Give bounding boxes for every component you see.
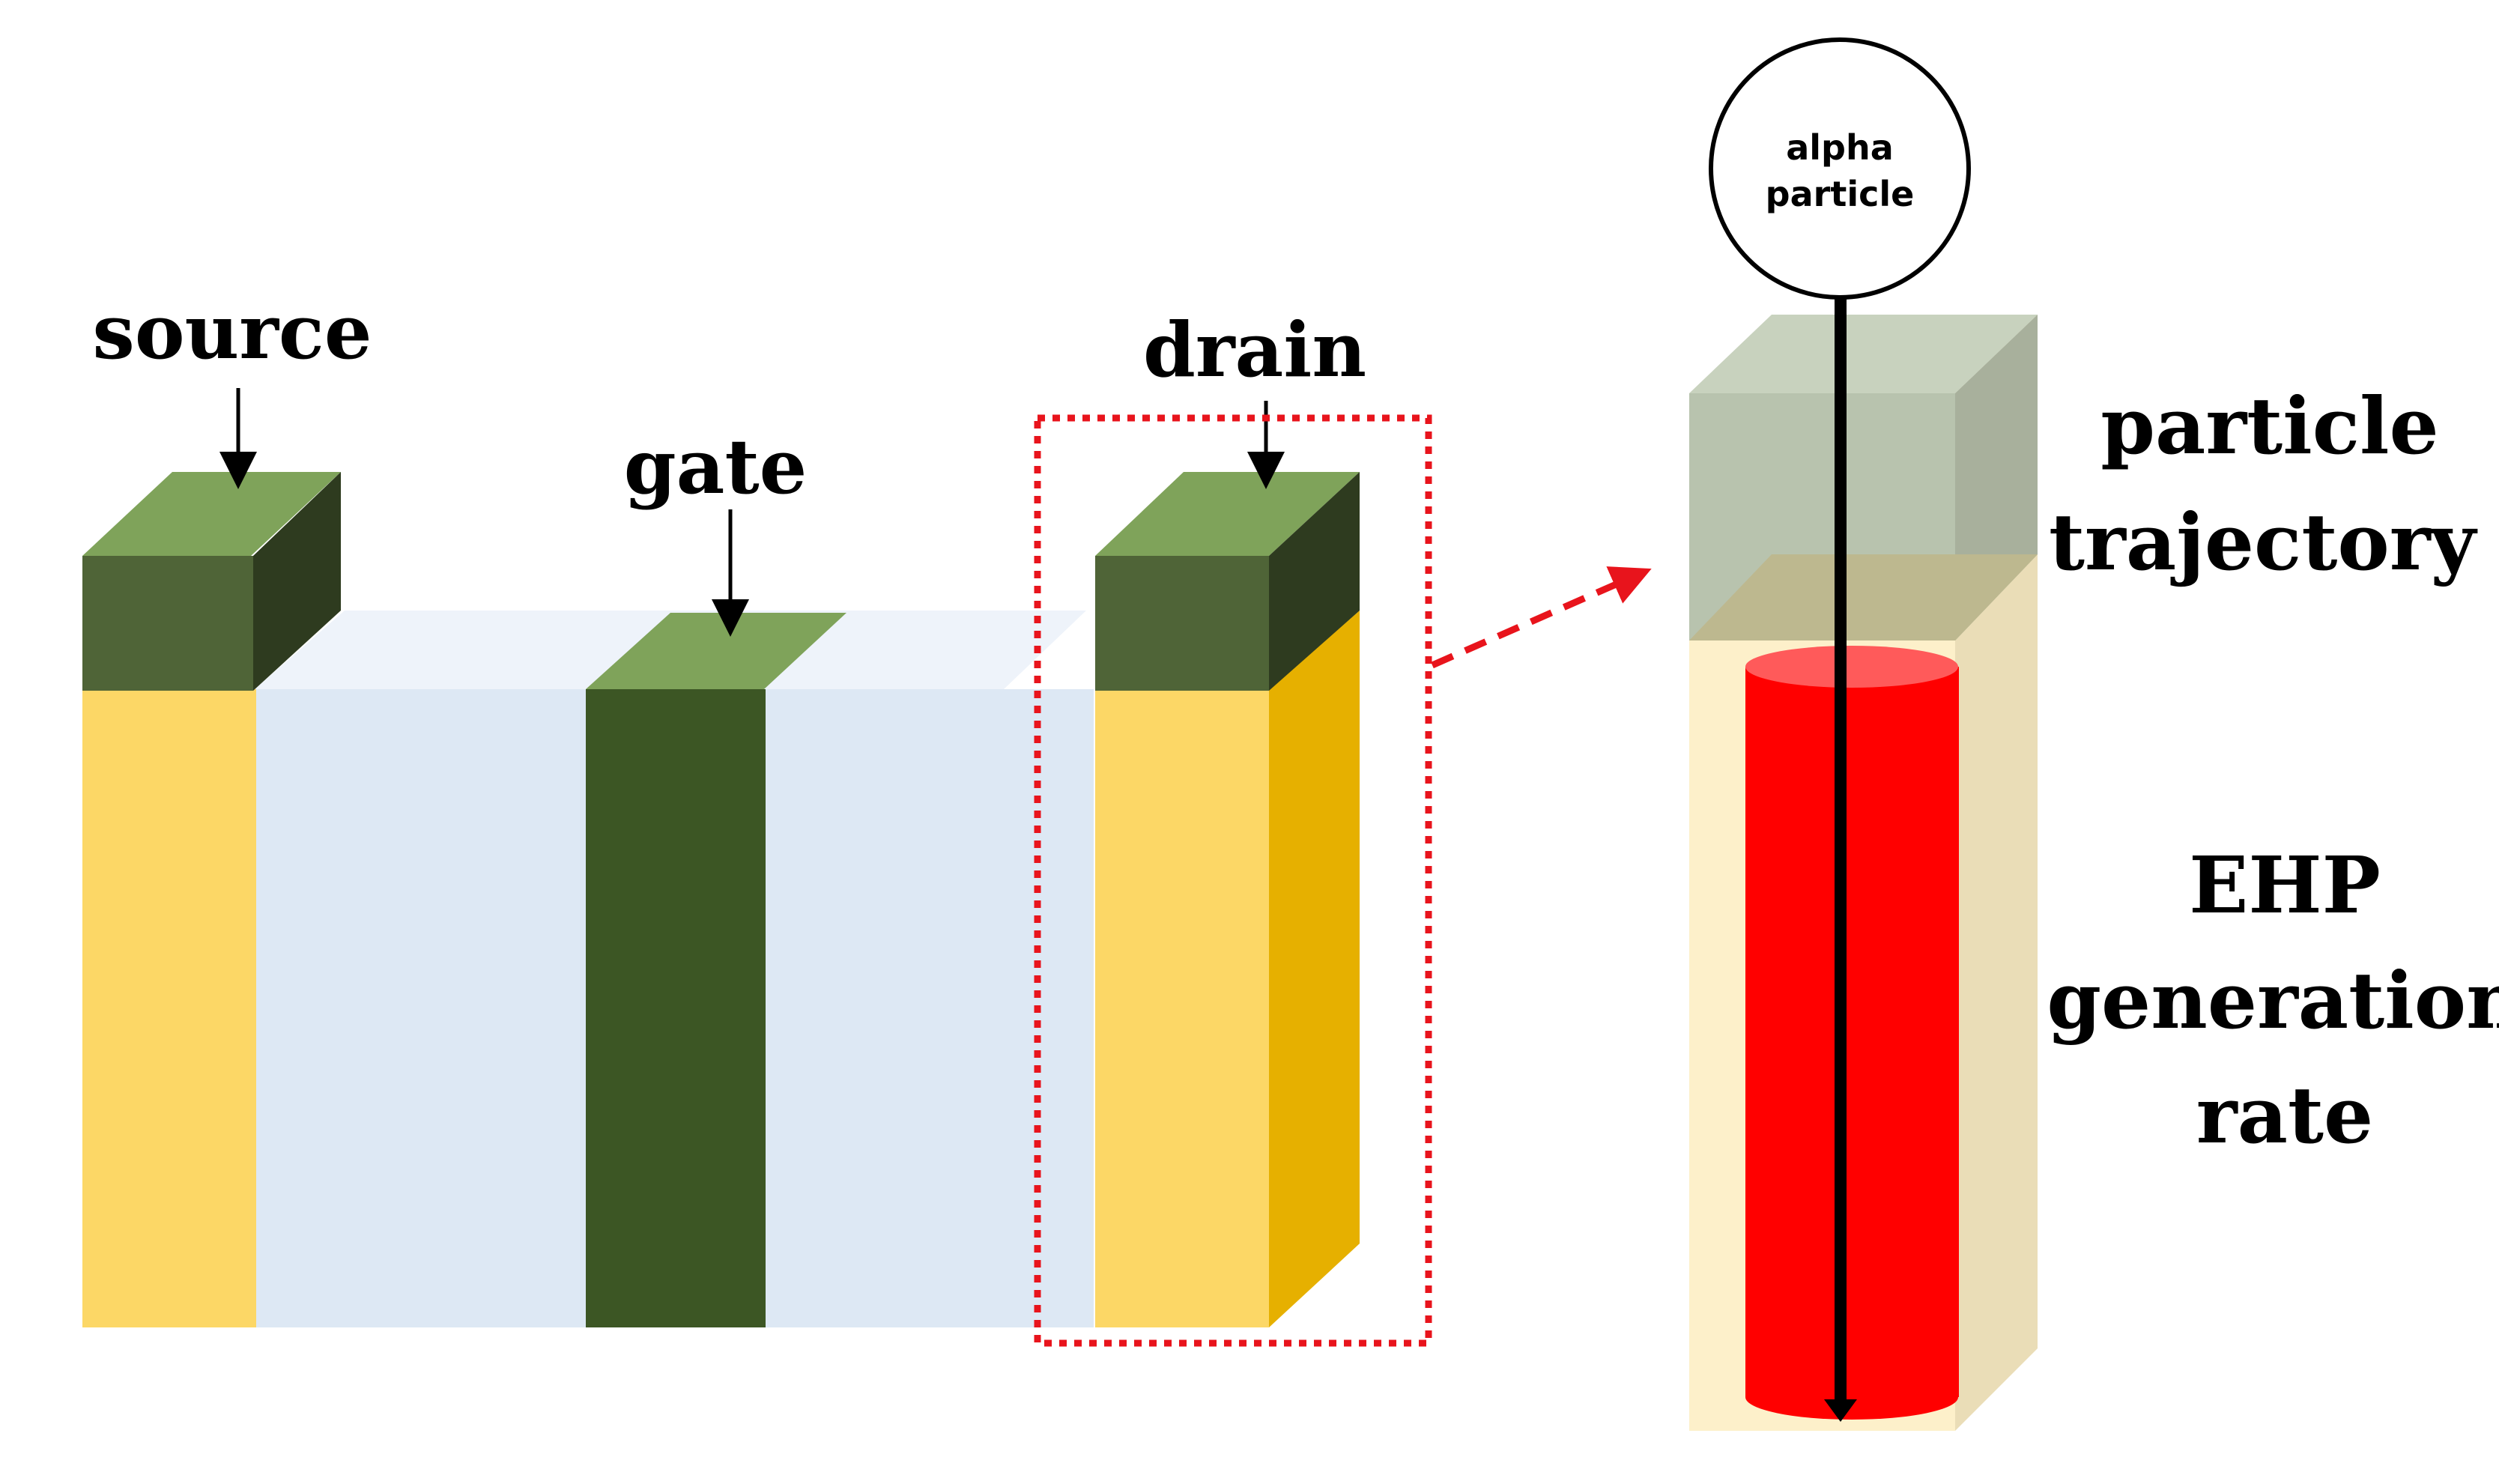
drain-highlight-box [1034, 414, 1432, 1347]
trajectory-label-line2: trajectory [2049, 496, 2478, 588]
zoomed-drain-block: alpha particle [1689, 37, 2038, 1431]
source-contact-side [253, 472, 341, 691]
ehp-cylinder-bottom [1745, 1375, 1958, 1420]
zoom-block-interface [1689, 554, 2038, 640]
drain-contact-top [1095, 472, 1360, 556]
ehp-label-line3: rate [2196, 1069, 2373, 1161]
drain-diffusion [1095, 689, 1269, 1327]
drain-diffusion-side [1269, 611, 1360, 1327]
zoom-block-top [1689, 315, 2038, 393]
drain-contact-front [1095, 556, 1269, 691]
trajectory-label-line1: particle [2100, 380, 2438, 472]
ehp-label-line1: EHP [2189, 839, 2381, 931]
gate-top-face [586, 613, 846, 689]
gate-electrode [586, 689, 766, 1327]
drain-contact-side [1269, 472, 1360, 691]
alpha-label-line2: particle [1766, 174, 1915, 214]
alpha-label-line1: alpha [1786, 127, 1894, 168]
ehp-cylinder-body [1745, 667, 1959, 1397]
source-contact-front [82, 556, 253, 691]
zoom-arrow [1431, 566, 1652, 669]
gate-label: gate [624, 423, 808, 511]
ehp-cylinder-top [1745, 646, 1958, 688]
source-label: source [93, 288, 372, 376]
alpha-particle-circle [1709, 37, 1971, 300]
ehp-label-line2: generation [2047, 954, 2499, 1047]
mosfet-device [82, 472, 1360, 1327]
trajectory-arrowhead [1824, 1399, 1857, 1422]
drain-label: drain [1143, 306, 1366, 394]
source-contact-top [82, 472, 341, 556]
source-diffusion [82, 689, 256, 1327]
